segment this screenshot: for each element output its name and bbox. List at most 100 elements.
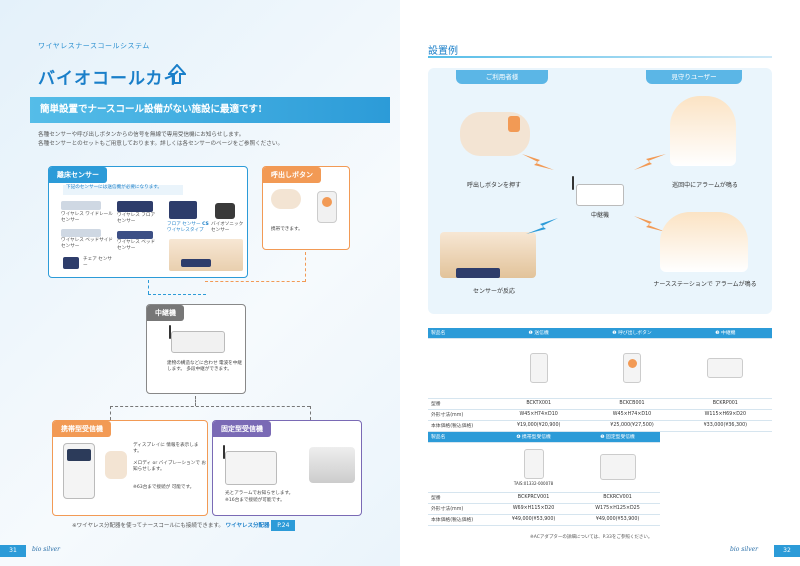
table1-row: 本体価格(税込価格)¥19,000(¥20,900)¥25,000(¥27,50… <box>428 420 772 432</box>
signal-bolt-icon-4 <box>634 216 666 232</box>
table2-cell: BCKPRCV001 <box>492 492 576 504</box>
table2-header: ❺ 固定型受信機 <box>575 432 660 443</box>
hand-holding-illustration <box>105 451 127 479</box>
caption-station: ナースステーションで アラームが鳴る <box>653 281 757 288</box>
chair-sensor-image <box>63 257 79 269</box>
signal-bolt-icon-2 <box>526 218 558 234</box>
connector-relay <box>195 396 196 406</box>
call-button-header: 呼出しボタン <box>263 167 321 183</box>
brand-right: bio silver <box>730 546 759 553</box>
table2-header: ❹ 携帯型受信機 <box>492 432 576 443</box>
biosonic-image <box>215 203 235 219</box>
role-watcher: 見守りユーザー <box>646 70 742 84</box>
nurse-station-illustration <box>660 212 748 272</box>
table2-image-cell <box>575 442 660 493</box>
callbutton-dot <box>627 359 637 368</box>
mobile-caption-1: ディスプレイに 情報を表示します。 <box>133 443 199 454</box>
brand-left: bio silver <box>32 546 61 553</box>
table2-cell: ¥49,000(¥53,900) <box>575 514 660 526</box>
table2-cell: W175×H125×D25 <box>575 503 660 515</box>
rail-sensor-label: ワイヤレス ワイドレールセンサー <box>61 212 113 223</box>
mat-illustration <box>456 268 500 278</box>
table2-image-row: TAIS:01332-000078 <box>428 442 660 493</box>
tais-code: TAIS:01332-000078 <box>513 480 554 486</box>
fixed-antenna <box>223 445 225 459</box>
chair-sensor-label: チェア センサー <box>83 257 113 268</box>
table1-cell: 型番 <box>428 398 492 410</box>
table1-cell: 外形寸法(mm) <box>428 409 492 421</box>
hand-illustration <box>271 189 301 209</box>
description: 各種センサーや呼び出しボタンからの信号を無線で専用受信機にお知らせします。 各種… <box>38 131 283 149</box>
table2-cell: ¥49,000(¥53,900) <box>492 514 576 526</box>
page-number-left: 31 <box>0 545 26 557</box>
footnote-link[interactable]: ワイヤレス分配器 <box>225 523 270 529</box>
relay-device <box>171 331 225 353</box>
connector-button <box>305 252 306 282</box>
series-label: ワイヤレスナースコールシステム <box>38 42 150 50</box>
floor-cs-code: CS <box>202 222 209 227</box>
floor-cs-name: フロア センサー <box>167 222 201 227</box>
sensor-note: 下記のセンサーには送信機が必要になります。 <box>63 185 183 195</box>
table1-cell: 本体価格(税込価格) <box>428 420 492 432</box>
table1-header: ❸ 中継機 <box>678 328 772 339</box>
table1-image-row <box>428 338 772 399</box>
table1-header: ❷ 呼び出しボタン <box>585 328 679 339</box>
footnote-text: ※ワイヤレス分配器を使ってナースコールにも接続できます。 <box>72 523 224 529</box>
fixed-receiver-device <box>225 451 277 485</box>
table2-row: 本体価格(税込価格)¥49,000(¥53,900)¥49,000(¥53,90… <box>428 514 660 526</box>
relay-antenna <box>169 325 171 339</box>
table1-cell: ¥25,000(¥27,500) <box>585 420 679 432</box>
table1-header: 製品名 <box>428 328 492 339</box>
floor-sensor-label: ワイヤレス フロアセンサー <box>117 213 156 224</box>
transmitter-image <box>529 353 548 383</box>
right-page: 設置例 ご利用者様 見守りユーザー 呼出しボタンを押す センサーが反応 中継機 … <box>400 0 800 566</box>
signal-bolt-icon-3 <box>634 154 666 170</box>
product-title: バイオコールカイ <box>38 69 182 89</box>
table1-cell: ¥19,000(¥20,900) <box>492 420 586 432</box>
call-button-device <box>317 191 337 223</box>
mobile-receiver-header: 携帯型受信機 <box>53 421 111 437</box>
caption-relay: 中継機 <box>590 212 609 219</box>
title-underline <box>428 56 772 58</box>
fixed-receiver-header: 固定型受信機 <box>213 421 271 437</box>
connector-mobile <box>110 406 111 420</box>
install-title: 設置例 <box>428 46 458 57</box>
call-button-caption: 携帯できます。 <box>271 227 303 232</box>
connector-button-h <box>205 281 305 282</box>
table1-image-cell <box>585 338 679 399</box>
table2-cell: W69×H115×D20 <box>492 503 576 515</box>
table2-cell: 型番 <box>428 492 492 504</box>
rail-sensor-image <box>61 201 101 210</box>
relay-table-image <box>707 358 744 378</box>
caption-rounds: 巡回中にアラームが鳴る <box>672 182 738 189</box>
table2-header-row: 製品名 ❹ 携帯型受信機 ❺ 固定型受信機 <box>428 432 660 443</box>
fixed-caption-1: 光とアラームでお知らせします。 <box>225 491 294 496</box>
table2-cell: BCKRCV001 <box>575 492 660 504</box>
floor-mat <box>181 259 211 267</box>
biosonic-label: バイオソニック センサー <box>211 222 244 233</box>
bed-sensor-image <box>117 231 153 239</box>
fixed-receiver-table-image <box>599 454 636 480</box>
table1-image-cell <box>678 338 772 399</box>
footnote-page[interactable]: P.24 <box>271 520 296 531</box>
bedside-sensor-image <box>61 229 101 237</box>
headline-banner: 簡単設置でナースコール設備がない施設に最適です! <box>30 97 390 123</box>
table1-cell: W115×H69×D20 <box>678 409 772 421</box>
mobile-receiver-box: 携帯型受信機 ディスプレイに 情報を表示します。 メロディ or バイブレーショ… <box>52 420 208 516</box>
description-line-1: 各種センサーや呼び出しボタンからの信号を無線で専用受信機にお知らせします。 <box>38 132 245 138</box>
spec-table-2: 製品名 ❹ 携帯型受信機 ❺ 固定型受信機 TAIS:01332-000078 … <box>428 432 660 526</box>
fixed-caption-2: ※16台まで接続が可能です。 <box>225 498 285 503</box>
table1-header-row: 製品名 ❶ 送信機 ❷ 呼び出しボタン ❸ 中継機 <box>428 328 772 339</box>
connector-fixed <box>310 406 311 420</box>
table1-header: ❶ 送信機 <box>492 328 586 339</box>
table2-image-cell: TAIS:01332-000078 <box>492 442 576 493</box>
nurse-rounds-illustration <box>670 96 736 166</box>
floor-sensor-image <box>117 201 153 212</box>
up-arrow-icon <box>168 64 186 84</box>
